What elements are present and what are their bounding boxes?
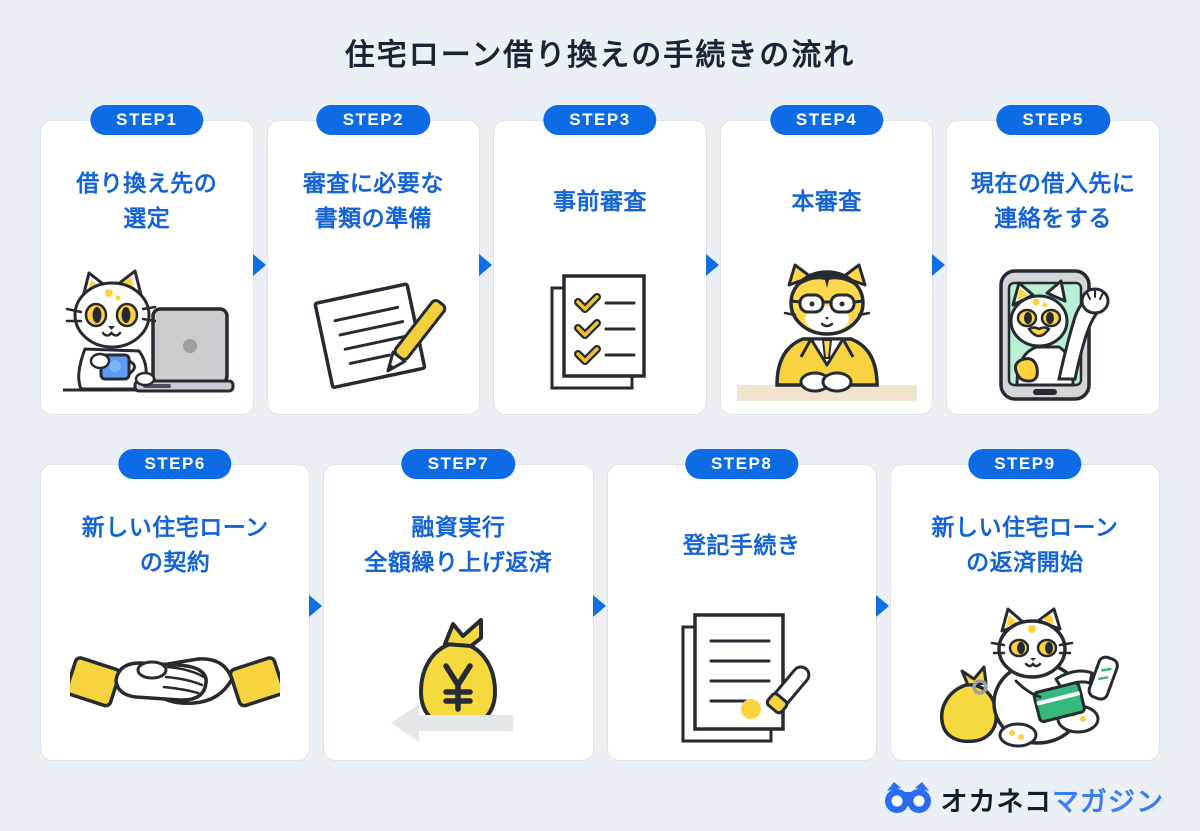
step-badge: STEP3 bbox=[543, 105, 657, 135]
steps-row-2: STEP6 新しい住宅ローン の契約 STEP7 融資実行 bbox=[0, 449, 1200, 761]
step-badge: STEP2 bbox=[316, 105, 431, 135]
step-title: 事前審査 bbox=[552, 187, 647, 214]
step-card-3: STEP3 事前審査 bbox=[493, 105, 719, 415]
phone-cat-icon bbox=[947, 255, 1159, 414]
step-title: 審査に必要な 書類の準備 bbox=[302, 170, 444, 231]
step-title: 登記手続き bbox=[682, 531, 801, 558]
okaneko-cat-logo-icon bbox=[884, 781, 932, 819]
step-badge: STEP5 bbox=[996, 105, 1110, 135]
cat-laptop-icon bbox=[41, 255, 253, 414]
checklist-icon bbox=[494, 255, 706, 414]
step-card-9: STEP9 新しい住宅ローン の返済開始 bbox=[889, 449, 1160, 761]
step-badge: STEP8 bbox=[684, 449, 799, 479]
logo-brand-text: オカネコ bbox=[940, 787, 1052, 817]
step-title: 現在の借入先に 連絡をする bbox=[970, 170, 1136, 231]
step-card-6: STEP6 新しい住宅ローン の契約 bbox=[40, 449, 323, 761]
step-title: 新しい住宅ローン の契約 bbox=[81, 514, 269, 575]
steps-row-1: STEP1 借り換え先の 選定 bbox=[0, 105, 1200, 415]
step-title: 融資実行 全額繰り上げ返済 bbox=[364, 514, 553, 575]
step-badge: STEP9 bbox=[968, 449, 1082, 479]
step-badge: STEP1 bbox=[90, 105, 204, 135]
arrow-right-icon bbox=[932, 254, 946, 276]
step-card-7: STEP7 融資実行 全額繰り上げ返済 bbox=[323, 449, 606, 761]
cat-payment-icon bbox=[891, 599, 1159, 760]
step-badge: STEP6 bbox=[118, 449, 232, 479]
document-pencil-icon bbox=[268, 255, 480, 414]
arrow-right-icon bbox=[252, 254, 266, 276]
arrow-right-icon bbox=[309, 595, 323, 617]
step-title: 借り換え先の 選定 bbox=[76, 170, 218, 231]
okaneko-magazine-logo: オカネコマガジン bbox=[884, 780, 1164, 819]
arrow-right-icon bbox=[592, 595, 606, 617]
step-title: 新しい住宅ローン の返済開始 bbox=[931, 514, 1119, 575]
step-badge: STEP4 bbox=[769, 105, 884, 135]
contract-stamp-icon bbox=[608, 599, 876, 760]
step-card-1: STEP1 借り換え先の 選定 bbox=[40, 105, 266, 415]
arrow-right-icon bbox=[875, 595, 889, 617]
step-title: 本審査 bbox=[791, 187, 862, 214]
step-card-5: STEP5 現在の借入先に 連絡をする bbox=[946, 105, 1160, 415]
step-card-4: STEP4 本審査 bbox=[719, 105, 946, 415]
arrow-right-icon bbox=[705, 254, 719, 276]
money-bag-arrow-icon bbox=[324, 599, 592, 760]
handshake-icon bbox=[41, 599, 309, 760]
step-card-2: STEP2 審査に必要な 書類の準備 bbox=[266, 105, 493, 415]
page-title: 住宅ローン借り換えの手続きの流れ bbox=[344, 39, 856, 72]
banker-cat-icon bbox=[721, 255, 933, 414]
arrow-right-icon bbox=[479, 254, 493, 276]
step-card-8: STEP8 登記手続き bbox=[606, 449, 889, 761]
logo-suffix-text: マガジン bbox=[1052, 787, 1164, 817]
step-badge: STEP7 bbox=[401, 449, 516, 479]
